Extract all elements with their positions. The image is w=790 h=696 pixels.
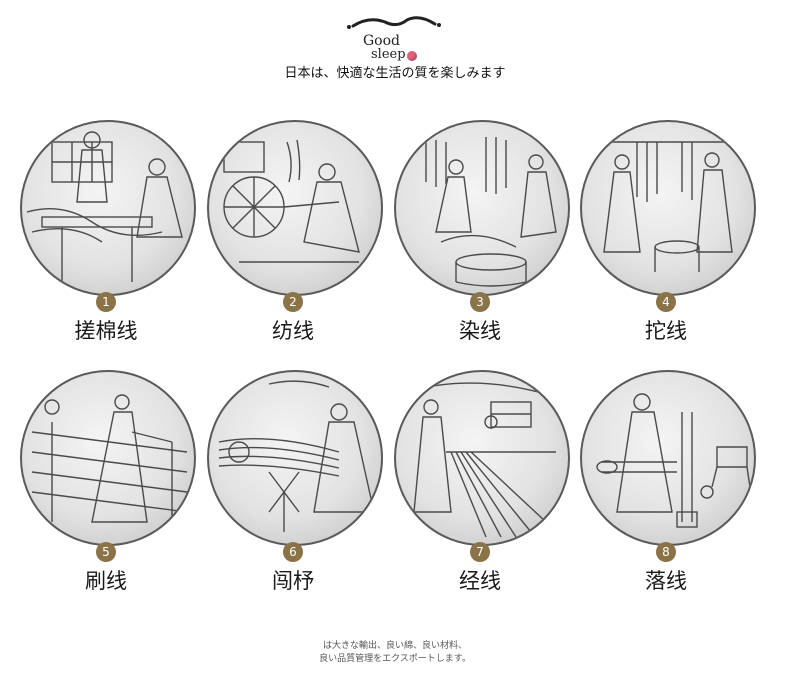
step-illustration-reeding bbox=[207, 370, 383, 546]
brand-logo: Good sleep bbox=[345, 12, 445, 64]
step-illustration-spinning bbox=[207, 120, 383, 296]
step-label: 经线 bbox=[459, 569, 501, 593]
step-label: 落线 bbox=[645, 569, 687, 593]
step-label: 染线 bbox=[459, 319, 501, 343]
logo-swoosh-icon bbox=[347, 16, 441, 29]
step-illustration-dyeing bbox=[394, 120, 570, 296]
yarn-ball-icon bbox=[407, 51, 417, 61]
step-number-badge: 6 bbox=[283, 542, 303, 562]
step-number-badge: 7 bbox=[470, 542, 490, 562]
step-label: 纺线 bbox=[272, 319, 314, 343]
step-number-badge: 2 bbox=[283, 292, 303, 312]
step-label: 搓棉线 bbox=[74, 319, 138, 343]
footer-line-2: 良い品質管理をエクスポートします。 bbox=[319, 654, 471, 664]
step-number-badge: 1 bbox=[96, 292, 116, 312]
step-illustration-stretching bbox=[580, 120, 756, 296]
step-label: 闯杼 bbox=[272, 569, 314, 593]
step-number-badge: 5 bbox=[96, 542, 116, 562]
step-illustration-rubbing-cotton bbox=[20, 120, 196, 296]
footer-line-1: は大きな輸出、良い綿、良い材料、 bbox=[322, 641, 467, 651]
step-label: 刷线 bbox=[85, 569, 127, 593]
step-number-badge: 4 bbox=[656, 292, 676, 312]
logo-word-sleep: sleep bbox=[371, 47, 406, 62]
tagline: 日本は、快適な生活の質を楽しみます bbox=[284, 66, 506, 81]
step-illustration-warping bbox=[394, 370, 570, 546]
step-number-badge: 8 bbox=[656, 542, 676, 562]
step-illustration-brushing bbox=[20, 370, 196, 546]
step-label: 拕线 bbox=[645, 319, 687, 343]
step-number-badge: 3 bbox=[470, 292, 490, 312]
step-illustration-winding bbox=[580, 370, 756, 546]
logo-word-good: Good bbox=[363, 33, 401, 49]
